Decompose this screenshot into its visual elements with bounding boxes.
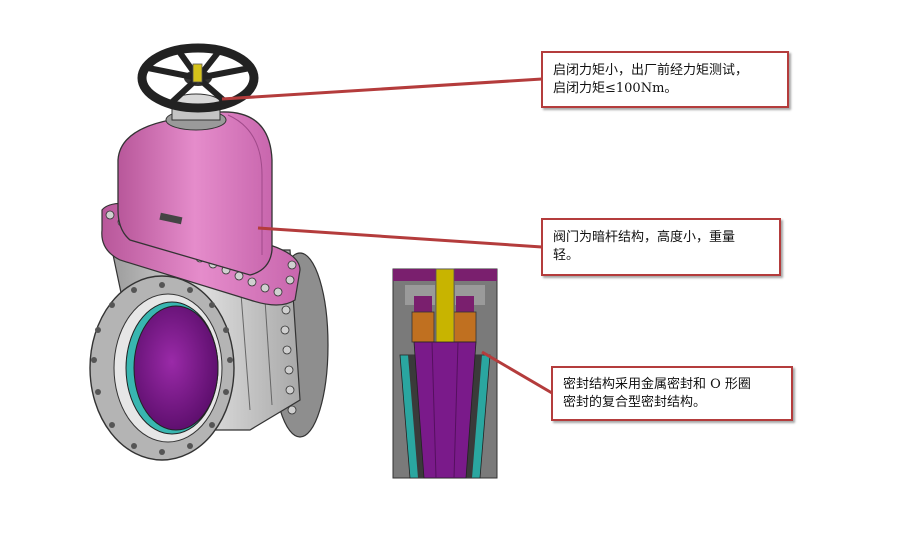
leader-line-torque	[221, 77, 543, 101]
body-bolts	[280, 305, 297, 415]
callout-seal-line2: 密封的复合型密封结构。	[563, 395, 707, 410]
callout-torque-line1: 启闭力矩小，出厂前经力矩测试，	[553, 63, 749, 78]
callout-torque: 启闭力矩小，出厂前经力矩测试， 启闭力矩≤100Nm。	[541, 51, 789, 108]
callout-seal-line1: 密封结构采用金属密封和 O 形圈	[563, 377, 751, 392]
callout-seal: 密封结构采用金属密封和 O 形圈 密封的复合型密封结构。	[551, 366, 793, 421]
gate-valve-drawing	[89, 43, 329, 461]
seal-section-drawing	[392, 268, 498, 479]
leader-lines	[221, 77, 553, 395]
callout-structure-line1: 阀门为暗杆结构，高度小，重量	[553, 230, 736, 245]
flange-bolt-holes	[91, 282, 233, 455]
callout-torque-line2: 启闭力矩≤100Nm。	[553, 81, 678, 96]
handwheel-icon	[137, 43, 259, 113]
leader-line-structure	[257, 226, 543, 249]
callout-structure: 阀门为暗杆结构，高度小，重量 轻。	[541, 218, 781, 276]
leader-line-seal	[481, 350, 553, 395]
callout-structure-line2: 轻。	[553, 248, 580, 263]
